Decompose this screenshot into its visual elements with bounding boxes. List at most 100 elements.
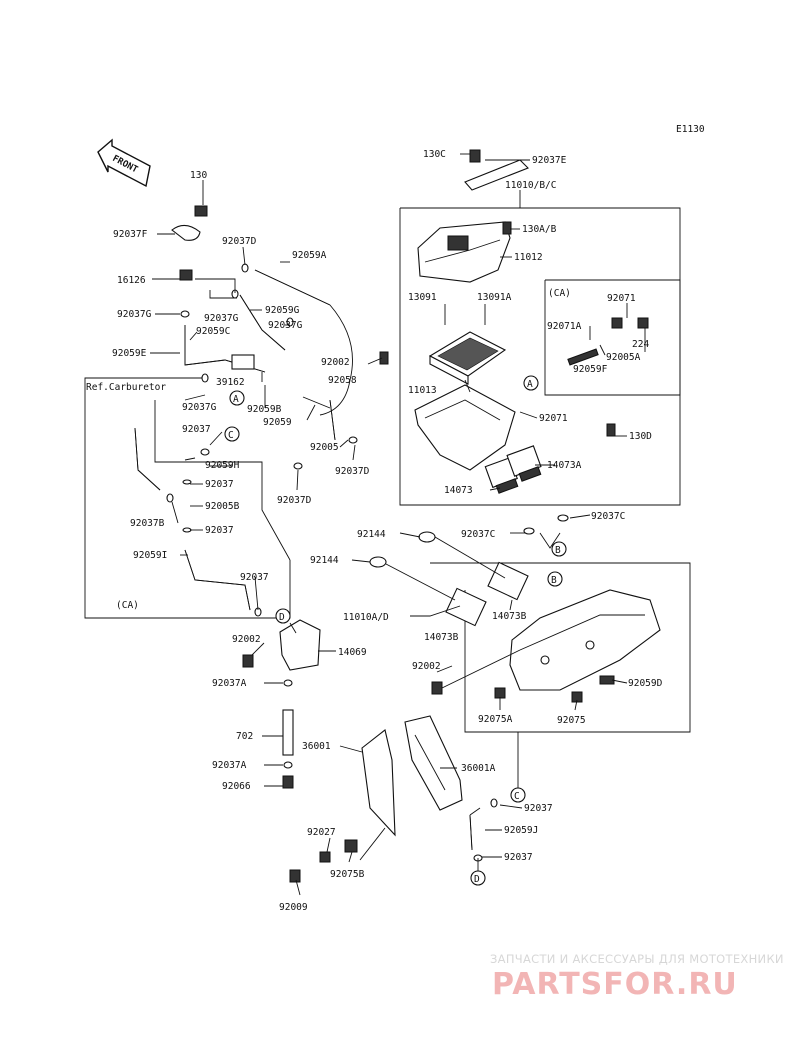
part-label: 92037	[205, 525, 234, 536]
watermark-tagline: ЗАПЧАСТИ И АКСЕССУАРЫ ДЛЯ МОТОТЕХНИКИ	[490, 952, 784, 966]
part-label: 92037B	[130, 518, 165, 529]
part-label: 92037G	[182, 402, 217, 413]
part-label: 92027	[307, 827, 336, 838]
part-label: 92037F	[113, 229, 148, 240]
leader-lines	[150, 153, 646, 896]
part-label: 130C	[423, 149, 446, 160]
part-label: 92075A	[478, 714, 513, 725]
carburetor-ref-frame	[84, 377, 291, 619]
part-label: 92059E	[112, 348, 147, 359]
part-label: 92037	[504, 852, 533, 863]
part-label: 92037	[524, 803, 553, 814]
air-cleaner-upper-frame	[399, 207, 681, 506]
air-cleaner-cover	[417, 221, 511, 283]
part-label: 92002	[412, 661, 441, 672]
part-label: 36001A	[461, 763, 496, 774]
hose-clamps	[166, 263, 569, 862]
part-label: 92037	[182, 424, 211, 435]
ref-marker-b2: B	[547, 571, 563, 587]
part-label: 92071A	[547, 321, 582, 332]
part-label: 14069	[338, 647, 367, 658]
watermark: ЗАПЧАСТИ И АКСЕССУАРЫ ДЛЯ МОТОТЕХНИКИ PA…	[490, 952, 784, 1002]
part-label: 224	[632, 339, 649, 350]
part-label: 92066	[222, 781, 251, 792]
ref-carburetor-label: Ref.Carburetor	[86, 382, 166, 393]
part-label: 14073	[444, 485, 473, 496]
ref-marker-c1: C	[224, 426, 240, 442]
part-label: 92037D	[335, 466, 370, 477]
part-label: 92058	[328, 375, 357, 386]
air-filter-element	[428, 331, 507, 385]
part-label: 11010A/D	[343, 612, 389, 623]
part-label: 92075B	[330, 869, 365, 880]
part-label: 702	[236, 731, 253, 742]
part-label: 92037E	[532, 155, 567, 166]
part-label: 92144	[357, 529, 386, 540]
part-label: 92037D	[222, 236, 257, 247]
part-label: 92037C	[591, 511, 625, 522]
part-label: 92037A	[212, 760, 247, 771]
part-label: 92144	[310, 555, 339, 566]
part-label: 11013	[408, 385, 437, 396]
part-label: 92059G	[265, 305, 300, 316]
lower-air-box	[509, 589, 661, 691]
part-label: 92037D	[277, 495, 312, 506]
pipe-702	[282, 709, 294, 756]
part-label: 16126	[117, 275, 146, 286]
part-label: 92002	[232, 634, 261, 645]
part-label: 92037A	[212, 678, 247, 689]
part-label: 92005	[310, 442, 339, 453]
ca-note-right: (CA)	[548, 288, 571, 299]
small-fittings	[171, 149, 649, 883]
part-label: 92059F	[573, 364, 608, 375]
part-label: 11010/B/C	[505, 180, 556, 191]
part-label: 92005B	[205, 501, 240, 512]
part-label: 14073A	[547, 460, 582, 471]
bracket-14069	[279, 619, 321, 671]
part-label: 92009	[279, 902, 308, 913]
svg-text:D: D	[279, 612, 285, 623]
part-label: 92071	[607, 293, 636, 304]
svg-text:A: A	[233, 394, 239, 405]
ca-note-left: (CA)	[116, 600, 139, 611]
part-label: 11012	[514, 252, 543, 263]
svg-text:C: C	[228, 430, 234, 441]
svg-text:B: B	[551, 575, 557, 586]
part-label: 13091	[408, 292, 437, 303]
part-label: 92059C	[196, 326, 230, 337]
svg-text:D: D	[474, 874, 480, 885]
ref-marker-d1: D	[275, 608, 291, 624]
ref-marker-a1: A	[229, 390, 245, 406]
part-label: 92002	[321, 357, 350, 368]
part-label: 92037G	[117, 309, 152, 320]
part-label: 92037G	[204, 313, 239, 324]
part-label: 130	[190, 170, 207, 181]
breather-hoses	[134, 269, 481, 851]
part-label: 39162	[216, 377, 245, 388]
air-cleaner-lower-frame	[430, 562, 691, 733]
air-box-housing	[414, 384, 516, 471]
part-label: 92059B	[247, 404, 282, 415]
part-label: 92037G	[268, 320, 303, 331]
ref-marker-b1: B	[551, 541, 567, 557]
lower-intake-ducts	[369, 531, 529, 627]
intake-duct-pair	[484, 445, 542, 494]
watermark-logo: PARTSFOR.RU	[492, 967, 738, 1002]
svg-text:B: B	[555, 545, 561, 556]
part-label: 14073B	[492, 611, 527, 622]
ref-marker-c2: C	[510, 787, 526, 803]
part-label: 13091A	[477, 292, 512, 303]
part-label: 92059D	[628, 678, 663, 689]
part-label: 92059	[263, 417, 292, 428]
part-label: 92071	[539, 413, 568, 424]
front-arrow-icon: FRONT	[97, 138, 151, 188]
diagram-code: E1130	[676, 124, 705, 135]
part-label: 92059I	[133, 550, 167, 561]
part-label: 92037C	[461, 529, 495, 540]
svg-text:C: C	[514, 791, 520, 802]
part-label: 92075	[557, 715, 586, 726]
part-label: 92059A	[292, 250, 327, 261]
part-label: 130A/B	[522, 224, 557, 235]
ref-marker-a2: A	[523, 375, 539, 391]
